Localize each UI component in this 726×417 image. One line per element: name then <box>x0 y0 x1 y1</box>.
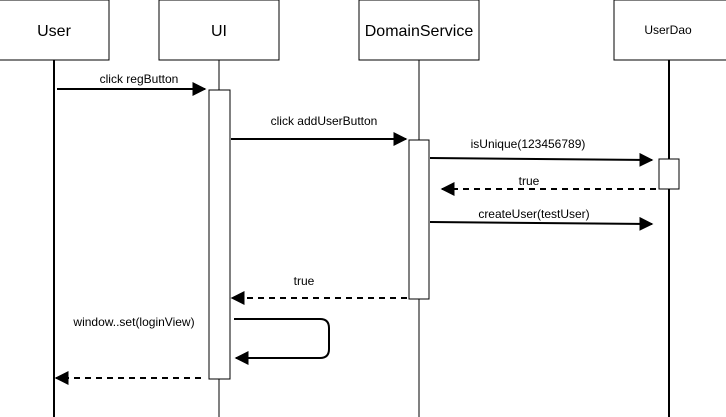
participant-label-dao: UserDao <box>644 23 692 37</box>
participant-label-user: User <box>37 23 71 40</box>
message-label-true-dao: true <box>519 174 540 188</box>
participant-box-user <box>0 0 110 61</box>
activation-ui <box>208 89 231 380</box>
participant-box-domain <box>358 0 480 61</box>
participant-box-ui <box>158 0 280 61</box>
message-label-click-reg: click regButton <box>100 72 179 86</box>
message-label-click-add: click addUserButton <box>271 114 378 128</box>
message-label-true-domain: true <box>294 274 315 288</box>
participant-label-domain: DomainService <box>365 23 474 40</box>
message-arrow-window-set <box>234 318 330 365</box>
message-arrow-isunique <box>429 152 654 167</box>
participant-label-ui: UI <box>211 23 227 40</box>
message-label-isunique: isUnique(123456789) <box>471 137 586 151</box>
participant-box-dao <box>613 0 726 61</box>
activation-domain <box>408 139 430 300</box>
message-label-createuser: createUser(testUser) <box>478 207 589 221</box>
message-arrow-createuser <box>429 216 654 231</box>
activation-dao <box>658 158 680 190</box>
message-label-window-set: window..set(loginView) <box>72 315 194 329</box>
